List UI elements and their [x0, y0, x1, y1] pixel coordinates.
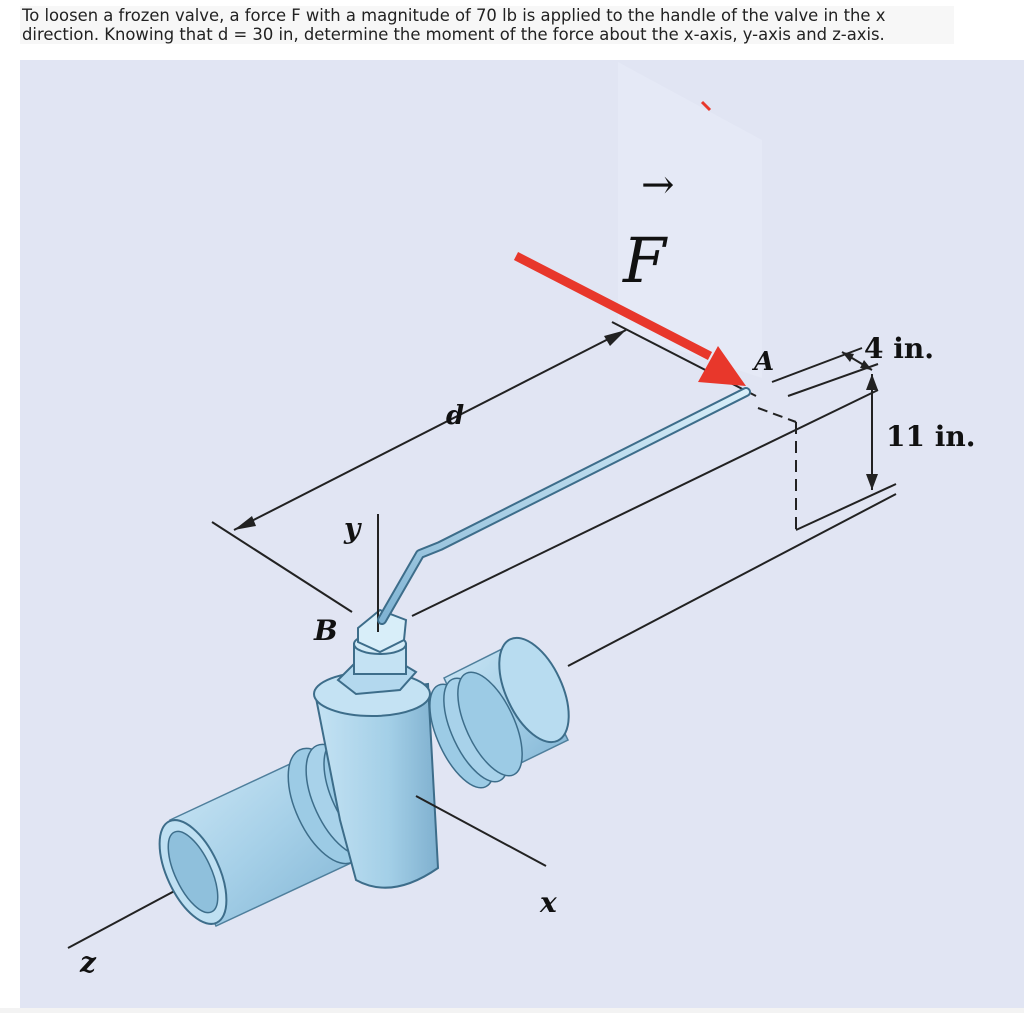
x-axis-label: x	[539, 886, 557, 919]
point-a-label: A	[751, 347, 774, 377]
force-label: F	[622, 224, 668, 297]
dimension-11in-label: 11 in.	[886, 420, 975, 453]
dimension-4in-label: 4 in.	[864, 332, 934, 365]
problem-line-1: To loosen a frozen valve, a force F with…	[22, 6, 886, 25]
valve-figure: F → A B d 4 in. 11 in. x y z	[20, 60, 1024, 1008]
right-pipe	[429, 636, 570, 789]
dimension-d-label: d	[446, 401, 464, 431]
problem-statement: To loosen a frozen valve, a force F with…	[20, 6, 954, 44]
y-axis-label: y	[343, 512, 362, 545]
x-axis-line	[415, 795, 547, 867]
valve-diagram: F → A B d 4 in. 11 in. x y z	[20, 60, 1024, 1008]
bottom-border	[0, 1008, 1024, 1013]
force-arrow	[513, 252, 746, 386]
valve-handle	[379, 389, 749, 623]
point-b-label: B	[313, 614, 338, 647]
valve-body	[313, 608, 440, 889]
dimension-4in	[771, 347, 879, 397]
reference-lines	[411, 389, 897, 667]
problem-line-2: direction. Knowing that d = 30 in, deter…	[22, 25, 885, 44]
force-plane	[618, 62, 762, 378]
plane-red-mark	[700, 100, 712, 112]
z-axis-label: z	[79, 946, 97, 979]
force-vector-arrow: →	[641, 162, 675, 208]
